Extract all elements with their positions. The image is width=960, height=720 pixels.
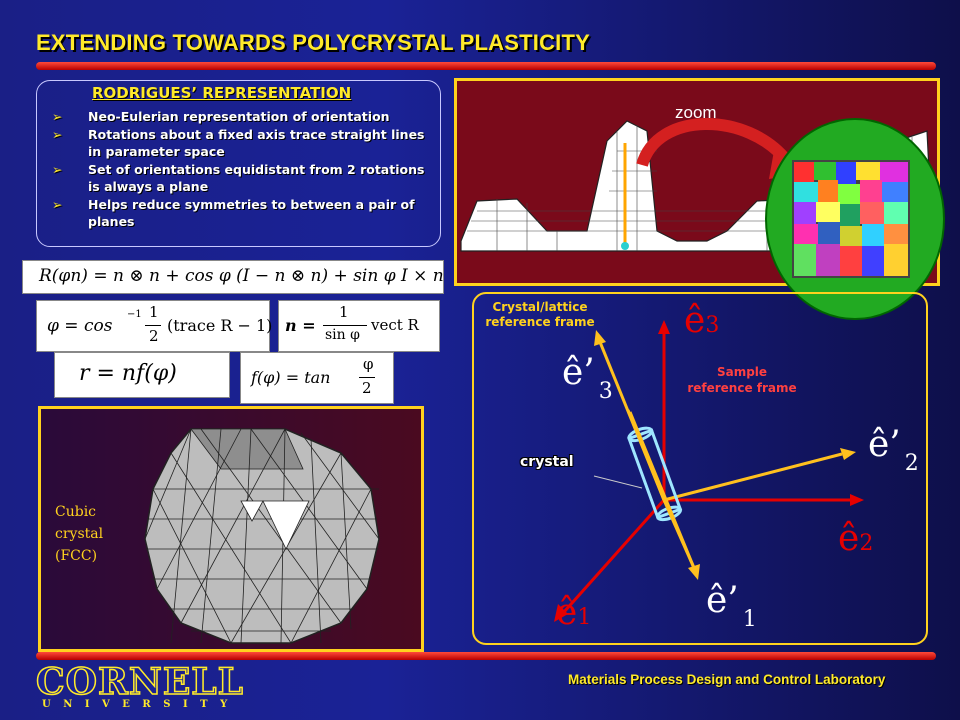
- e-prime-3-label: ê’3: [562, 352, 613, 404]
- f-phi-equation: f(φ) = tan φ 2: [240, 352, 394, 404]
- lab-name: Materials Process Design and Control Lab…: [568, 672, 886, 687]
- arrow-bullet-icon: ➢: [52, 161, 63, 177]
- crystal-label: crystal: [520, 454, 574, 470]
- fcc-label: Cubic crystal (FCC): [55, 504, 104, 564]
- e3-label: ê3: [684, 300, 720, 341]
- bullet-item: ➢Set of orientations equidistant from 2 …: [52, 161, 425, 195]
- reference-frame-diagram: [554, 320, 864, 622]
- axis-equation: n = 1 sin φ vect R: [278, 300, 440, 352]
- bullet-item: ➢Rotations about a fixed axis trace stra…: [52, 126, 425, 160]
- crystal-frame-label: Crystal/lattice reference frame: [485, 300, 595, 329]
- e1-label: ê1: [556, 592, 592, 633]
- arrow-bullet-icon: ➢: [52, 126, 63, 142]
- rodrigues-bullets: ➢Neo-Eulerian representation of orientat…: [52, 108, 437, 231]
- rodrigues-box: [36, 80, 441, 247]
- fraction-bar: [359, 377, 375, 378]
- reference-frame-panel: [472, 292, 928, 645]
- bullet-item: ➢Helps reduce symmetries to between a pa…: [52, 196, 415, 230]
- cornell-logo: CORNELL: [35, 661, 244, 703]
- fcc-mesh-panel: Cubic crystal (FCC): [38, 406, 424, 652]
- rodrigues-heading: RODRIGUES’ REPRESENTATION: [92, 84, 352, 102]
- fraction-bar: [323, 325, 367, 326]
- angle-equation: φ = cos −1 1 2 (trace R − 1): [36, 300, 272, 352]
- zoom-label: zoom: [675, 103, 717, 122]
- footer-divider: [36, 652, 936, 660]
- grain-zoom-circle: [765, 118, 945, 320]
- rotation-equation: R(φn) = n ⊗ n + cos φ (I − n ⊗ n) + sin …: [22, 260, 444, 294]
- e-prime-2-label: ê’2: [868, 424, 919, 476]
- arrow-bullet-icon: ➢: [52, 109, 63, 124]
- fraction-bar: [145, 325, 161, 326]
- e2-label: ê2: [838, 518, 874, 559]
- page-title: EXTENDING TOWARDS POLYCRYSTAL PLASTICITY: [36, 30, 590, 55]
- university-logo-text: UNIVERSITY: [42, 699, 240, 710]
- bullet-item: ➢Neo-Eulerian representation of orientat…: [52, 109, 390, 124]
- sample-frame-label: Sample reference frame: [687, 365, 797, 395]
- fcc-rodrigues-mesh-image: [144, 428, 380, 644]
- arrow-bullet-icon: ➢: [52, 196, 63, 212]
- e-prime-1-label: ê’1: [706, 580, 757, 632]
- title-divider: [36, 62, 936, 70]
- rodrigues-vector-equation: r = nf(φ): [54, 352, 230, 398]
